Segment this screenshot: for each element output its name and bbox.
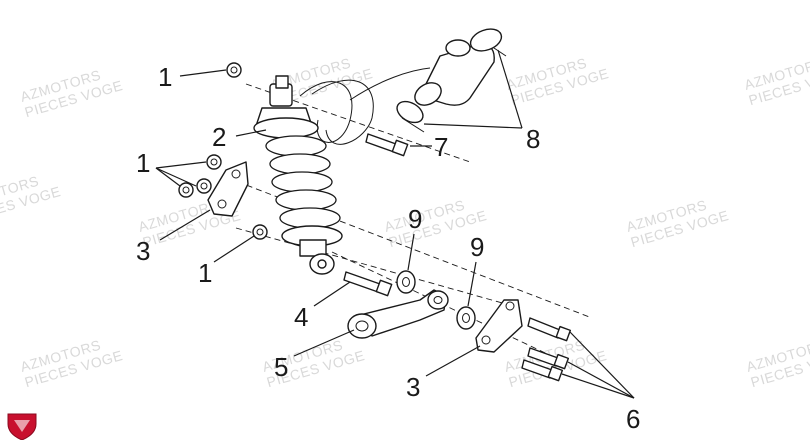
callout-1-lower: 1 bbox=[198, 258, 212, 288]
nut-1-left bbox=[178, 154, 222, 198]
nut-1-top bbox=[226, 62, 242, 78]
washer-9-left bbox=[396, 270, 416, 294]
watermark: AZMOTORS PIECES VOGE bbox=[0, 173, 63, 227]
bracket-left bbox=[207, 161, 249, 217]
callout-6: 6 bbox=[626, 404, 640, 434]
watermark: AZMOTORS PIECES VOGE bbox=[744, 337, 810, 391]
callout-2: 2 bbox=[212, 122, 226, 152]
bolt-7 bbox=[365, 133, 409, 157]
watermarks: AZMOTORS PIECES VOGE AZMOTORS PIECES VOG… bbox=[0, 55, 810, 391]
bracket-right bbox=[475, 299, 523, 353]
washer-9-right bbox=[456, 306, 476, 330]
callouts: 1 2 1 3 1 4 5 3 7 8 9 9 6 bbox=[136, 62, 640, 434]
nut-1-lower bbox=[252, 224, 268, 240]
callout-4: 4 bbox=[294, 302, 308, 332]
callout-9-left: 9 bbox=[408, 204, 422, 234]
callout-5: 5 bbox=[274, 352, 288, 382]
callout-3-left: 3 bbox=[136, 236, 150, 266]
bolt-4 bbox=[343, 271, 393, 297]
watermark: AZMOTORS PIECES VOGE bbox=[504, 55, 610, 109]
callout-3-right: 3 bbox=[406, 372, 420, 402]
spring-coils bbox=[265, 135, 341, 229]
watermark: AZMOTORS PIECES VOGE bbox=[18, 337, 124, 391]
callout-1-top: 1 bbox=[158, 62, 172, 92]
bolt-6-low bbox=[521, 359, 564, 382]
callout-8: 8 bbox=[526, 124, 540, 154]
bolt-6-top bbox=[527, 317, 572, 342]
watermark: AZMOTORS PIECES VOGE bbox=[18, 67, 124, 121]
watermark: AZMOTORS PIECES VOGE bbox=[742, 55, 810, 109]
preload-reservoir bbox=[299, 28, 507, 145]
callout-7: 7 bbox=[434, 132, 448, 162]
watermark: AZMOTORS PIECES VOGE bbox=[624, 197, 730, 251]
bolt-6-mid bbox=[527, 347, 570, 370]
callout-9-right: 9 bbox=[470, 232, 484, 262]
brand-shield-logo bbox=[7, 413, 37, 440]
callout-1-left: 1 bbox=[136, 148, 150, 178]
leader-lines bbox=[155, 49, 635, 399]
linkage-arm bbox=[347, 289, 449, 339]
shock-absorber bbox=[253, 75, 343, 275]
